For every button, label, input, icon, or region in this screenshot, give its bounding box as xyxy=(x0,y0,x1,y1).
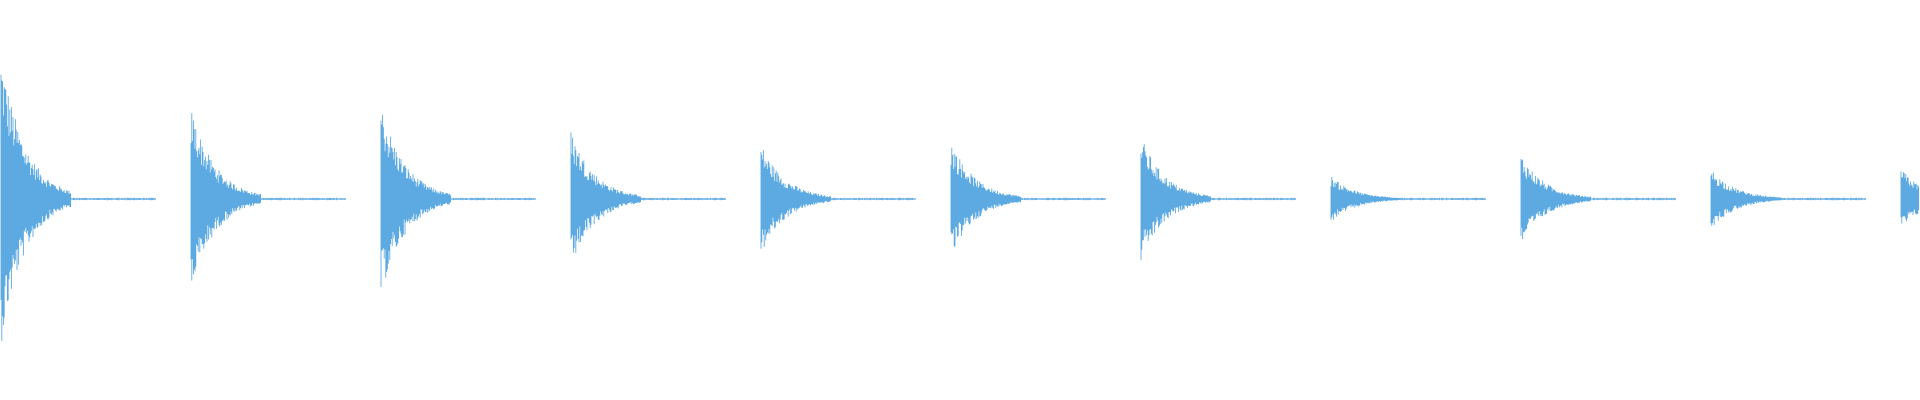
waveform-hit-shape xyxy=(1140,144,1296,260)
waveform-hit-shape xyxy=(380,114,536,287)
waveform-hit xyxy=(190,113,346,281)
waveform-hit-shape xyxy=(1900,171,1920,224)
waveform-hit xyxy=(1520,158,1676,240)
waveform-hit-shape xyxy=(1330,176,1486,220)
waveform-hit xyxy=(760,150,916,249)
waveform-hit xyxy=(570,132,726,253)
waveform-hit xyxy=(1900,171,1920,224)
waveform-hit xyxy=(380,114,536,287)
waveform-hit xyxy=(0,74,156,341)
waveform-hit-shape xyxy=(0,74,156,341)
waveform-hit-shape xyxy=(570,132,726,253)
waveform-hit-shape xyxy=(950,147,1106,247)
waveform-hit-shape xyxy=(190,113,346,281)
waveform-hit xyxy=(950,147,1106,247)
waveform-hits xyxy=(0,74,1920,341)
waveform-hit xyxy=(1710,172,1866,226)
waveform-hit xyxy=(1140,144,1296,260)
waveform-hit xyxy=(1330,176,1486,220)
